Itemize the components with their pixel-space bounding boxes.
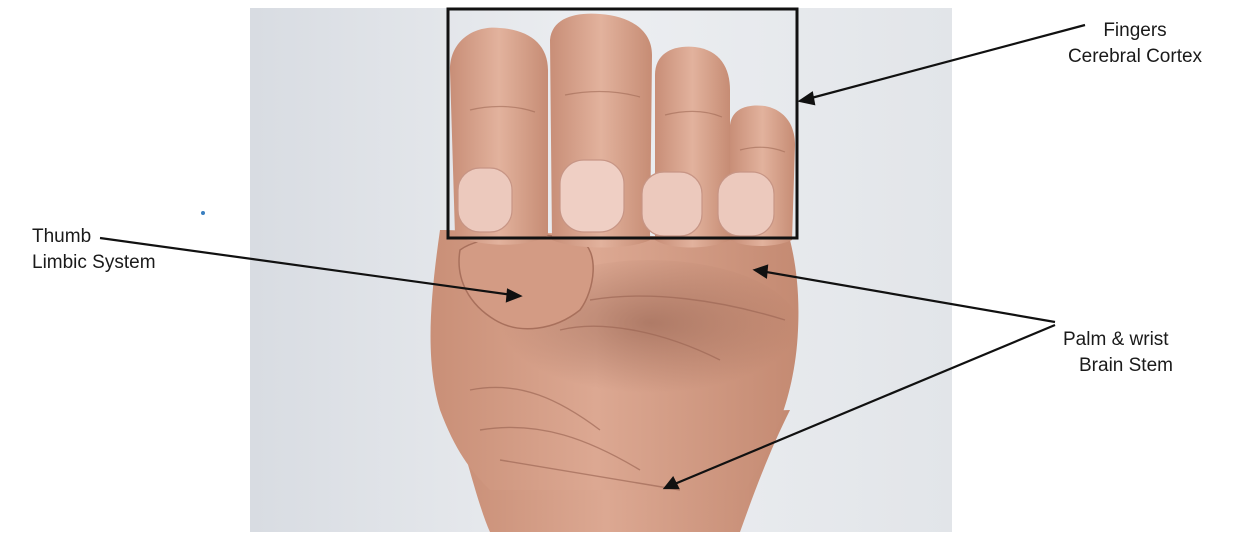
palm-part-text: Palm & wrist xyxy=(1063,327,1173,353)
fingers-label: Fingers Cerebral Cortex xyxy=(1050,18,1220,70)
thumb-part-text: Thumb xyxy=(32,224,156,250)
fingers-part-text: Fingers xyxy=(1050,18,1220,44)
nail-little xyxy=(718,172,774,236)
thumb-region-text: Limbic System xyxy=(32,250,156,276)
thumb-label: Thumb Limbic System xyxy=(32,224,156,276)
stray-dot xyxy=(201,211,205,215)
palm-label: Palm & wrist Brain Stem xyxy=(1063,327,1173,379)
nail-middle xyxy=(560,160,624,232)
palm-region-text: Brain Stem xyxy=(1063,353,1173,379)
fingers-region-text: Cerebral Cortex xyxy=(1050,44,1220,70)
nail-index xyxy=(458,168,512,232)
nail-ring xyxy=(642,172,702,236)
